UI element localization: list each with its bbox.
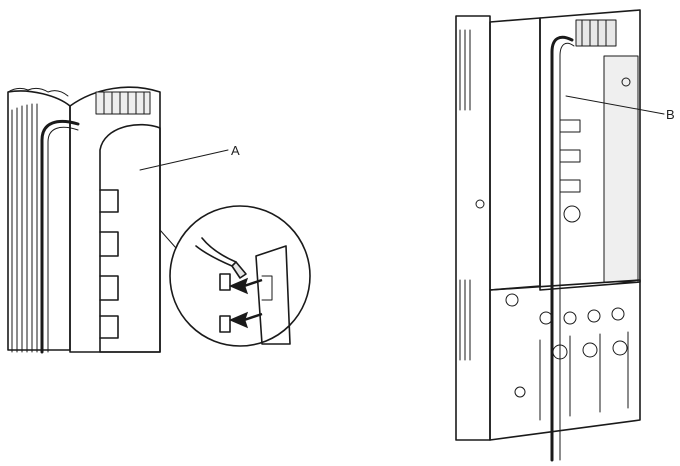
left-drive-figure: A xyxy=(7,86,240,354)
control-board-components xyxy=(559,19,639,283)
right-drive-figure: B xyxy=(455,9,675,462)
left-inner-chassis xyxy=(69,86,161,353)
callout-label-b: B xyxy=(666,107,675,122)
knockout-tab-upper xyxy=(219,273,231,291)
power-terminal-screws xyxy=(475,199,628,398)
right-wiring-cable xyxy=(550,35,574,462)
removal-arrow-lower xyxy=(228,311,263,329)
leader-line-b xyxy=(565,95,665,115)
right-chassis-panel xyxy=(489,17,541,291)
cutting-pliers-icon xyxy=(195,237,247,279)
zoom-detail-inset xyxy=(159,205,311,347)
terminal-dividers xyxy=(539,331,629,421)
left-heatsink-fins xyxy=(11,103,38,353)
zoom-detail-circle xyxy=(169,205,311,347)
removal-arrow-upper xyxy=(228,277,263,295)
leader-line-a xyxy=(139,149,229,171)
left-top-ribs xyxy=(7,87,69,97)
right-heatsink-fins xyxy=(459,29,471,361)
right-heatsink-body xyxy=(455,15,491,441)
main-terminal-block xyxy=(489,279,641,441)
left-terminal-block xyxy=(95,91,151,115)
right-wiring-cable-outline xyxy=(559,42,575,461)
cover-knockout-slots xyxy=(99,189,119,339)
left-wiring-cable xyxy=(40,119,80,354)
callout-label-a: A xyxy=(231,143,240,158)
zoom-cover-notch xyxy=(261,275,273,301)
knockout-tab-lower xyxy=(219,315,231,333)
front-cover-a xyxy=(99,123,161,353)
left-wiring-cable-outline xyxy=(47,126,79,353)
zoom-connector-line xyxy=(159,229,177,249)
